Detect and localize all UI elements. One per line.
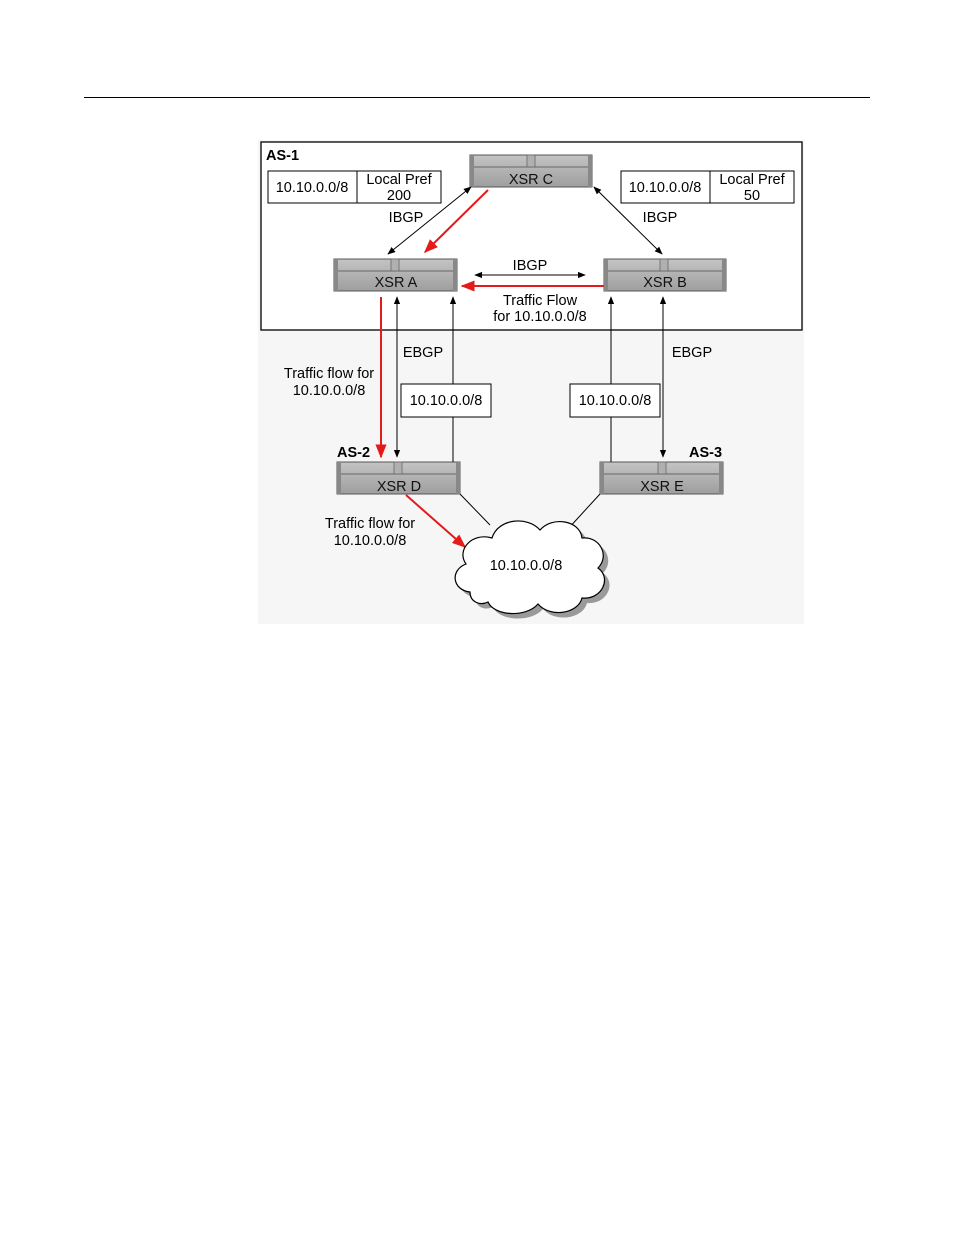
- pref-right-line1: Local Pref: [719, 172, 785, 188]
- pref-left-line2: 200: [387, 188, 411, 204]
- ibgp-label-ab: IBGP: [513, 258, 548, 274]
- pref-right-line2: 50: [744, 188, 760, 204]
- xsr-e-label: XSR E: [640, 479, 684, 495]
- traffic-flow-ab-line1: Traffic Flow: [503, 293, 578, 309]
- traffic-flow-ab-line2: for 10.10.0.0/8: [493, 309, 587, 325]
- pref-left-line1: Local Pref: [366, 172, 432, 188]
- router-xsr-b: XSR B: [604, 259, 726, 291]
- cloud-label: 10.10.0.0/8: [490, 558, 563, 574]
- traffic-flow-ad-line2: 10.10.0.0/8: [293, 383, 366, 399]
- advert-right-label: 10.10.0.0/8: [579, 393, 652, 409]
- router-xsr-a: XSR A: [334, 259, 457, 291]
- traffic-flow-dcloud-line2: 10.10.0.0/8: [334, 533, 407, 549]
- pref-right-prefix: 10.10.0.0/8: [629, 180, 702, 196]
- router-xsr-e: XSR E: [600, 462, 723, 495]
- as2-label: AS-2: [337, 445, 370, 461]
- traffic-flow-dcloud-line1: Traffic flow for: [325, 516, 415, 532]
- router-xsr-c: XSR C: [470, 155, 592, 188]
- ibgp-label-ca: IBGP: [389, 210, 424, 226]
- xsr-a-label: XSR A: [375, 275, 418, 291]
- ebgp-label-right: EBGP: [672, 345, 712, 361]
- xsr-b-label: XSR B: [643, 275, 687, 291]
- ibgp-label-cb: IBGP: [643, 210, 678, 226]
- advert-left-label: 10.10.0.0/8: [410, 393, 483, 409]
- traffic-flow-ad-line1: Traffic flow for: [284, 366, 374, 382]
- pref-left-prefix: 10.10.0.0/8: [276, 180, 349, 196]
- as3-label: AS-3: [689, 445, 722, 461]
- router-xsr-d: XSR D: [337, 462, 460, 495]
- as1-label: AS-1: [266, 148, 299, 164]
- ebgp-label-left: EBGP: [403, 345, 443, 361]
- xsr-c-label: XSR C: [509, 172, 553, 188]
- pref-box-left: 10.10.0.0/8 Local Pref 200: [268, 171, 441, 204]
- xsr-d-label: XSR D: [377, 479, 421, 495]
- pref-box-right: 10.10.0.0/8 Local Pref 50: [621, 171, 794, 204]
